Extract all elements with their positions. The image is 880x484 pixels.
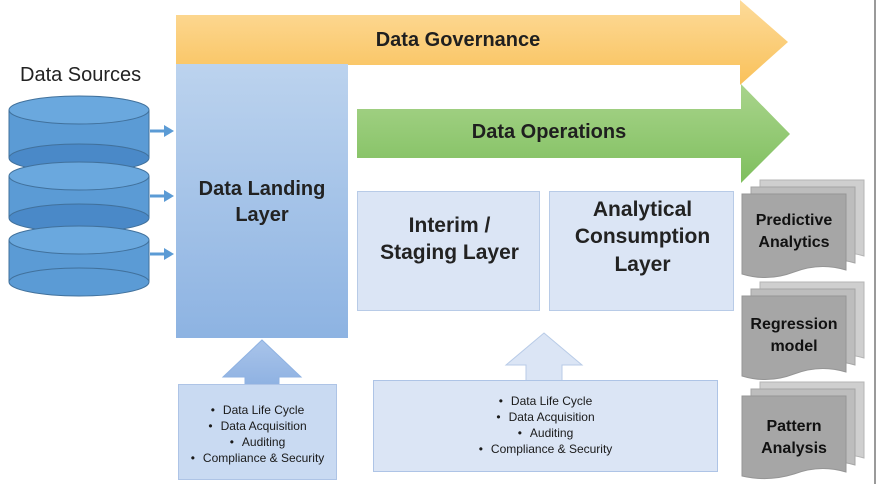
practice-item: Compliance & Security	[179, 450, 336, 466]
output-2-line-1: Regression	[750, 316, 838, 333]
landing-practices-box: Data Life Cycle Data Acquisition Auditin…	[178, 384, 337, 480]
analytical-consumption-label: Analytical Consumption Layer	[550, 196, 735, 278]
consumption-line-3: Layer	[614, 252, 671, 276]
practice-item: Data Life Cycle	[179, 402, 336, 418]
staging-up-arrow	[504, 332, 584, 382]
data-operations-arrow	[357, 84, 790, 183]
output-1-line-2: Analytics	[758, 233, 830, 251]
database-disk-1	[8, 95, 150, 173]
consumption-line-1: Analytical	[592, 198, 693, 221]
output-2-line-2: model	[770, 337, 818, 355]
connector-arrow-2	[150, 190, 174, 202]
practice-item: Auditing	[179, 434, 336, 450]
output-document-stack-1	[741, 179, 865, 278]
staging-practices-box: Data Life Cycle Data Acquisition Auditin…	[373, 380, 718, 472]
output-3-line-1: Pattern	[766, 418, 822, 435]
practice-item: Compliance & Security	[374, 441, 717, 457]
database-icon	[8, 95, 150, 297]
output-predictive-analytics: Predictive Analytics	[742, 210, 846, 253]
output-document-stack-2	[741, 281, 865, 380]
database-disk-3	[8, 225, 150, 297]
output-regression-model: Regression model	[742, 314, 846, 357]
practice-item: Data Acquisition	[374, 409, 717, 425]
output-pattern-analysis: Pattern Analysis	[742, 416, 846, 459]
landing-line-1: Data Landing	[198, 178, 326, 200]
data-sources-title: Data Sources	[20, 64, 142, 86]
connector-arrow-3	[150, 248, 174, 260]
interim-line-1: Interim /	[408, 214, 491, 237]
landing-up-arrow	[221, 339, 303, 386]
consumption-line-2: Consumption	[574, 225, 711, 249]
practice-item: Auditing	[374, 425, 717, 441]
data-governance-arrow	[176, 0, 788, 85]
staging-practices-list: Data Life Cycle Data Acquisition Auditin…	[374, 393, 717, 457]
interim-line-2: Staging Layer	[380, 241, 519, 265]
data-landing-layer-label: Data Landing Layer	[176, 176, 348, 228]
practice-item: Data Acquisition	[179, 418, 336, 434]
output-3-line-2: Analysis	[761, 439, 827, 457]
landing-line-2: Layer	[235, 204, 289, 226]
data-operations-label: Data Operations	[471, 121, 627, 143]
interim-staging-layer: Interim / Staging Layer	[357, 191, 540, 311]
practice-item: Data Life Cycle	[374, 393, 717, 409]
data-governance-label: Data Governance	[375, 29, 541, 51]
right-edge-rule	[874, 0, 876, 484]
analytical-consumption-layer: Analytical Consumption Layer	[549, 191, 734, 311]
landing-practices-list: Data Life Cycle Data Acquisition Auditin…	[179, 402, 336, 466]
source-connector-arrows	[150, 125, 174, 260]
interim-staging-label: Interim / Staging Layer	[358, 212, 541, 267]
connector-arrow-1	[150, 125, 174, 137]
data-landing-layer: Data Landing Layer	[176, 64, 348, 338]
output-document-stack-3	[741, 381, 865, 480]
database-disk-2	[8, 161, 150, 233]
output-1-line-1: Predictive	[755, 212, 833, 229]
